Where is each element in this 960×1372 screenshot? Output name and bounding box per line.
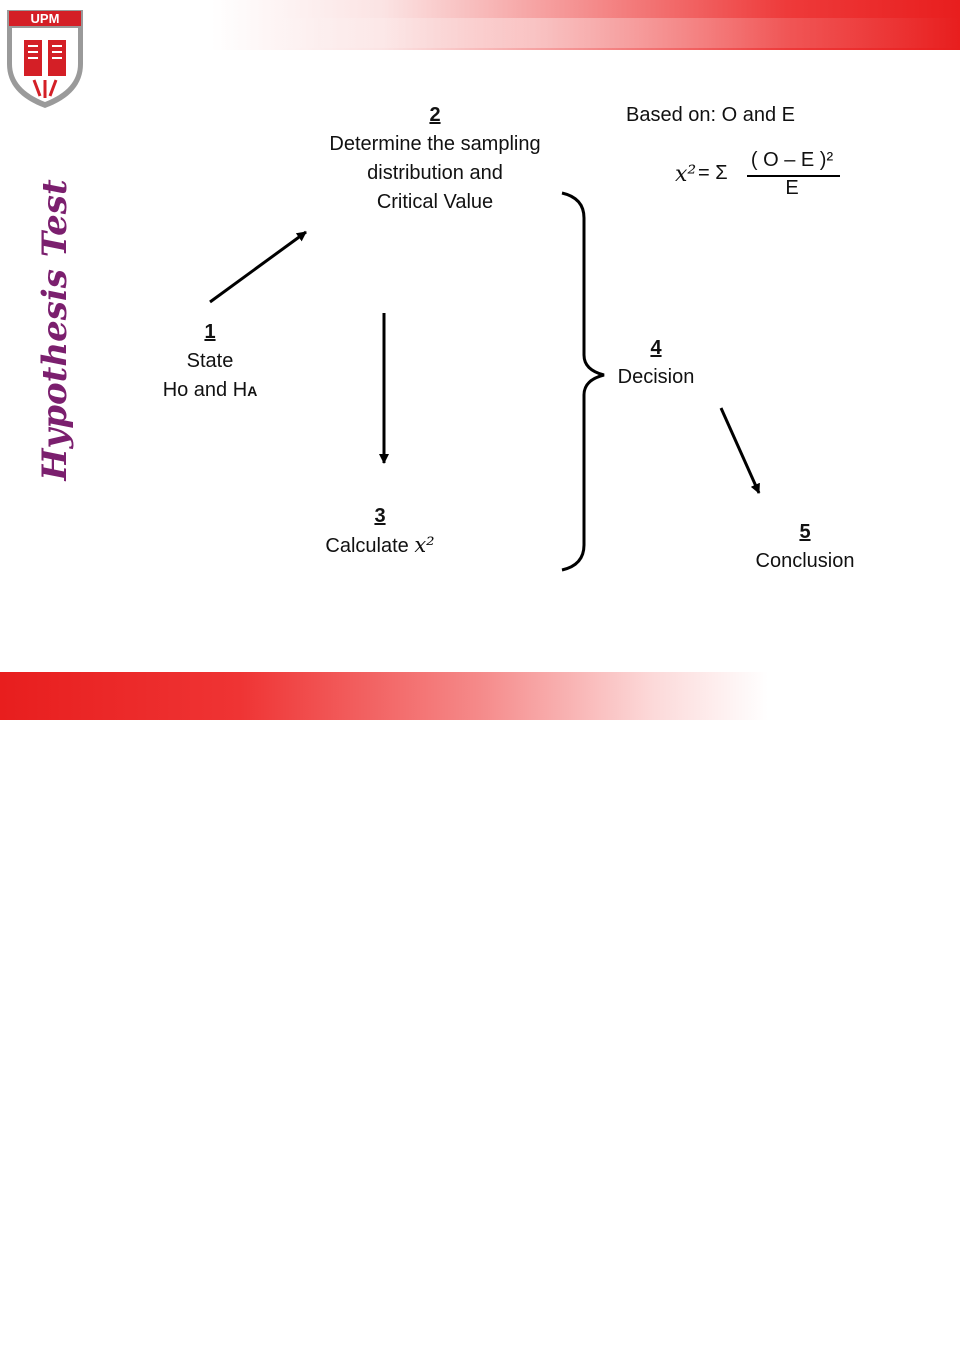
step-1-block: 1 State Ho and HA — [130, 318, 290, 406]
step-5-label: Conclusion — [755, 550, 855, 572]
step-3-block: 3 Calculate x² — [300, 502, 460, 561]
diagram-connectors — [209, 175, 840, 572]
arrow-4-to-5 — [719, 407, 761, 494]
step-5-block: 5 Conclusion — [725, 518, 885, 576]
step-2-line-2: distribution and — [367, 162, 503, 184]
step-2-block: 2 Determine the sampling distribution an… — [285, 101, 585, 217]
arrow-1-to-2 — [209, 230, 307, 304]
step-2-line-3: Critical Value — [376, 191, 494, 213]
step-4-number: 4 — [650, 337, 662, 359]
step-2-line-1: Determine the sampling — [329, 133, 541, 155]
step-3-label: Calculate — [325, 535, 409, 557]
step-3-number: 3 — [374, 505, 386, 527]
step-1-number: 1 — [204, 321, 216, 343]
step-4-label: Decision — [617, 366, 695, 388]
step-3-chi-symbol: x² — [414, 533, 435, 557]
header-highlight — [250, 18, 960, 48]
step-1-line-1: State — [186, 350, 234, 372]
step-2-number: 2 — [429, 104, 441, 126]
step-1-hypotheses: Ho and H — [162, 379, 248, 401]
formula-numerator: ( O – E )² — [750, 149, 834, 171]
step-1-subscript: A — [247, 383, 258, 399]
formula-denominator: E — [785, 177, 799, 199]
logo-banner — [9, 11, 81, 26]
formula-equals-sum: = Σ — [698, 162, 728, 184]
upm-logo: UPM — [7, 10, 83, 108]
header-gradient-band — [0, 0, 960, 50]
formula-chi-symbol: x² — [675, 162, 697, 187]
logo-text: UPM — [31, 11, 60, 26]
footer-highlight — [0, 1362, 700, 1372]
step-4-block: 4 Decision — [576, 334, 736, 392]
formula-caption: Based on: O and E — [626, 104, 796, 126]
curly-brace — [561, 191, 605, 572]
step-1-line-2: Ho and HA — [130, 376, 290, 406]
step-5-number: 5 — [799, 521, 811, 543]
